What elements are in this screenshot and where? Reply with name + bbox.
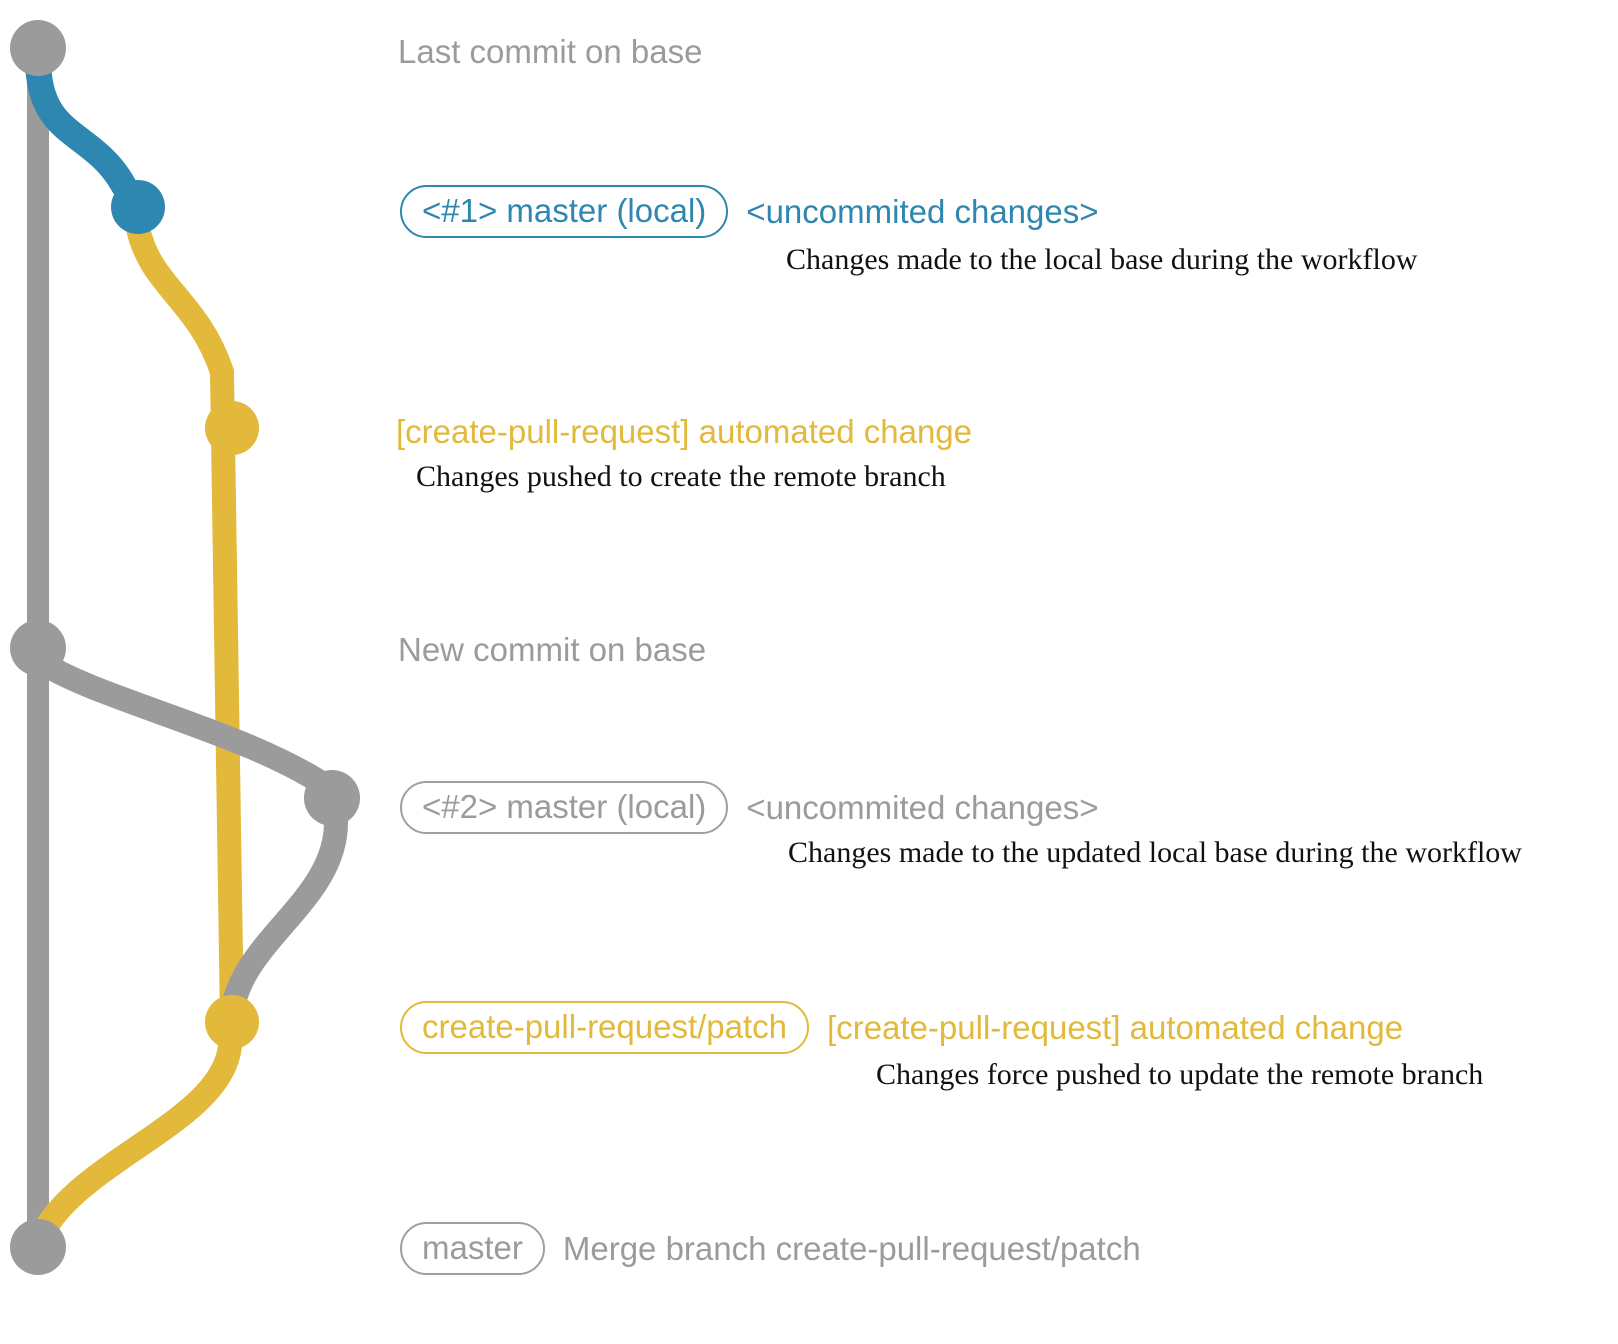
remote-commit-2-node[interactable] (205, 995, 259, 1049)
row-new-commit-on-base-subject: New commit on base (398, 631, 707, 668)
local-to-remote-2-line (220, 808, 349, 1026)
row-automated-change-2: create-pull-request/patch [create-pull-r… (400, 1001, 1403, 1054)
local-branch-2-line (26, 648, 344, 802)
base-new-commit-node[interactable] (10, 620, 66, 676)
note-master-local-2: Changes made to the updated local base d… (788, 836, 1522, 869)
badge-master-local-2[interactable]: <#2> master (local) (400, 781, 729, 834)
note-automated-change-1: Changes pushed to create the remote bran… (416, 460, 946, 493)
row-last-commit-on-base-subject: Last commit on base (398, 33, 703, 70)
row-master-local-1: <#1> master (local) <uncommited changes> (400, 185, 1099, 238)
merge-into-master-line (26, 1034, 242, 1255)
badge-create-pull-request-patch[interactable]: create-pull-request/patch (400, 1001, 810, 1054)
local-commit-1-node[interactable] (111, 180, 165, 234)
local-commit-2-node[interactable] (304, 770, 360, 826)
row-merge-commit-subject: Merge branch create-pull-request/patch (562, 1230, 1141, 1267)
note-master-local-1: Changes made to the local base during th… (786, 243, 1418, 276)
note-automated-change-2: Changes force pushed to update the remot… (876, 1058, 1484, 1091)
row-master-local-1-subject: <uncommited changes> (746, 193, 1099, 230)
remote-branch-1-line (126, 216, 244, 1034)
remote-commit-1-node[interactable] (205, 401, 259, 455)
row-automated-change-2-subject: [create-pull-request] automated change (827, 1009, 1404, 1046)
base-head-node[interactable] (10, 20, 66, 76)
row-master-local-2-subject: <uncommited changes> (746, 789, 1099, 826)
row-merge-commit: master Merge branch create-pull-request/… (400, 1222, 1141, 1275)
row-automated-change-1-subject: [create-pull-request] automated change (396, 413, 973, 450)
badge-master[interactable]: master (400, 1222, 545, 1275)
master-merge-node[interactable] (10, 1219, 66, 1275)
row-master-local-2: <#2> master (local) <uncommited changes> (400, 781, 1099, 834)
badge-master-local-1[interactable]: <#1> master (local) (400, 185, 729, 238)
local-branch-1-line (25, 45, 137, 199)
